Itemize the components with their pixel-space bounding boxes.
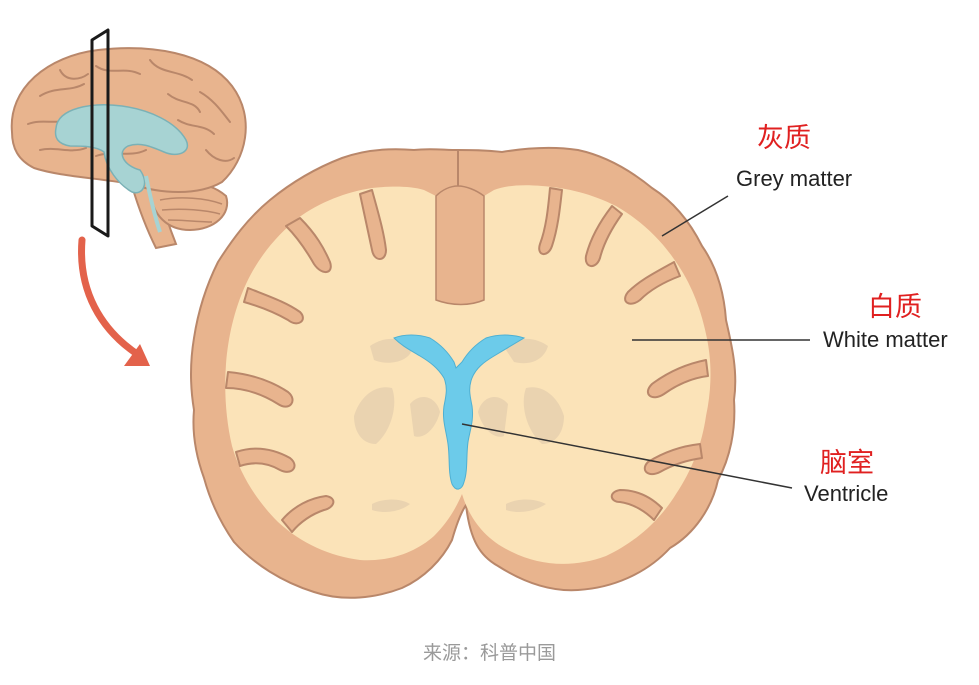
deep-grey-nuclei [354, 338, 564, 512]
white-matter-label-cn: 白质 [868, 292, 922, 323]
grey-matter-label-cn: 灰质 [757, 123, 811, 154]
ventricle-label-en: Ventricle [804, 481, 889, 506]
section-plane-icon [90, 28, 110, 238]
coronal-brain-section [190, 146, 737, 599]
lateral-brain-illustration [10, 28, 247, 250]
ventricle-leader-line [461, 423, 793, 489]
grey-matter-label-en: Grey matter [736, 166, 853, 191]
ventricle-label-cn: 脑室 [820, 448, 874, 479]
sulci [225, 187, 709, 533]
white-matter-label-en: White matter [823, 327, 948, 352]
curved-arrow-icon [78, 236, 150, 366]
ventricle-region [393, 334, 526, 490]
ventricle-fourth-channel [144, 175, 162, 233]
cerebellum-folia [159, 197, 223, 223]
source-caption: 来源：科普中国 [422, 642, 556, 664]
grey-matter-leader-line [661, 195, 729, 237]
longitudinal-fissure-fill [435, 185, 485, 306]
